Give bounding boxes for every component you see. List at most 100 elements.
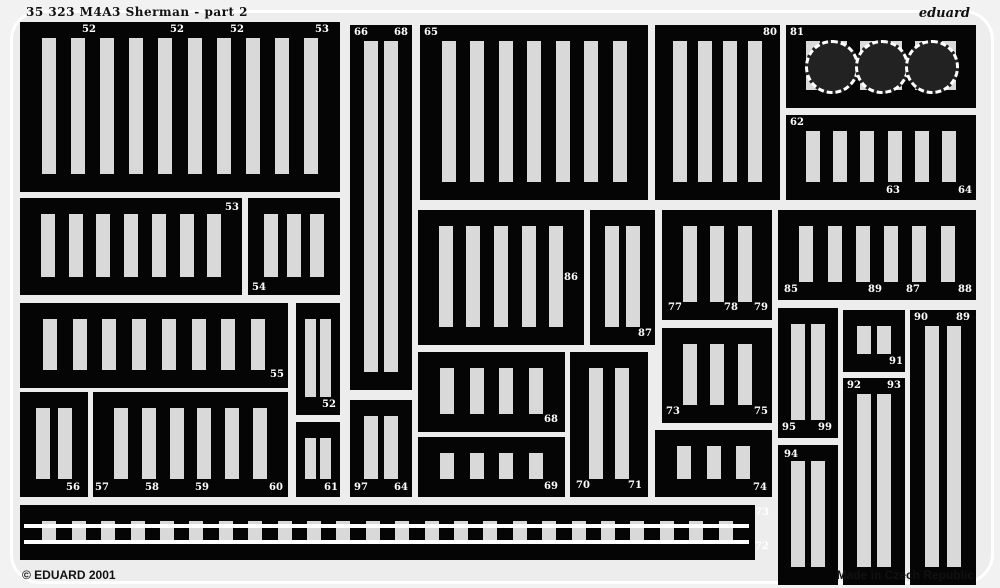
etched-part — [124, 214, 138, 277]
part-number: 85 — [784, 284, 798, 295]
etched-part — [555, 41, 570, 182]
etched-part — [737, 226, 752, 302]
made-in-text: Made in Czech Republic — [836, 568, 974, 582]
etched-part — [806, 131, 821, 182]
etched-part — [466, 226, 481, 327]
etched-part — [860, 131, 875, 182]
part-number: 79 — [754, 302, 768, 313]
etched-part — [682, 226, 697, 302]
etched-part — [499, 453, 514, 479]
etched-part — [498, 41, 513, 182]
etched-part — [521, 226, 536, 327]
fret-title: 35 323 M4A3 Sherman - part 2 — [26, 5, 249, 19]
part-number: 52 — [170, 24, 184, 35]
etched-part — [151, 214, 166, 277]
etched-part — [441, 41, 456, 182]
part-number: 52 — [322, 399, 336, 410]
etched-part — [856, 326, 871, 354]
fret-panel: 61 — [296, 422, 340, 497]
etched-part — [887, 131, 902, 182]
etched-part — [914, 131, 929, 182]
etched-part — [100, 38, 115, 174]
part-number: 68 — [394, 27, 408, 38]
part-number: 89 — [868, 284, 882, 295]
part-number: 89 — [956, 312, 970, 323]
etched-part — [35, 408, 50, 479]
etched-part — [221, 319, 236, 370]
etched-part — [811, 324, 825, 420]
part-number: 61 — [324, 482, 338, 493]
etched-part — [319, 438, 331, 479]
etched-part — [216, 38, 231, 174]
part-number: 93 — [887, 380, 901, 391]
etched-part — [132, 319, 147, 370]
etched-part — [748, 41, 762, 182]
etched-part — [470, 41, 484, 182]
etched-part — [438, 226, 453, 327]
part-number: 86 — [564, 272, 578, 283]
wheel-part — [855, 40, 909, 94]
fret-panel: 86 — [418, 210, 584, 345]
etched-part — [737, 344, 752, 405]
etched-part — [305, 438, 317, 479]
fret-panel: 66 68 — [350, 25, 412, 390]
etched-part — [549, 226, 564, 327]
etched-part — [884, 226, 899, 282]
part-number: 57 — [95, 482, 109, 493]
part-number: 78 — [724, 302, 738, 313]
part-number: 54 — [252, 282, 266, 293]
etched-part — [855, 226, 870, 282]
fret-panel: 91 — [843, 310, 905, 372]
part-number: 66 — [354, 27, 368, 38]
etched-part — [791, 461, 805, 567]
fret-panel: 53 — [20, 198, 242, 295]
part-number: 69 — [544, 481, 558, 492]
fret-panel: 94 — [778, 445, 838, 585]
part-number: 90 — [914, 312, 928, 323]
etched-part — [528, 368, 543, 414]
etched-part — [698, 41, 712, 182]
etched-part — [363, 416, 378, 479]
etched-part — [42, 38, 57, 174]
etched-part — [469, 368, 484, 414]
etched-part — [40, 214, 55, 277]
part-number: 64 — [394, 482, 408, 493]
part-number: 87 — [906, 284, 920, 295]
etched-part — [102, 319, 117, 370]
eduard-logo: eduard — [918, 6, 970, 21]
etched-part — [363, 41, 378, 372]
etched-part — [682, 344, 697, 405]
etched-part — [305, 319, 317, 397]
part-number: 91 — [889, 356, 903, 367]
etched-part — [113, 408, 128, 479]
part-number: 62 — [790, 117, 804, 128]
part-number: 94 — [784, 449, 798, 460]
part-number: 59 — [195, 482, 209, 493]
part-number: 60 — [269, 482, 283, 493]
part-number: 56 — [66, 482, 80, 493]
etched-part — [384, 416, 399, 479]
etched-part — [677, 446, 692, 479]
etched-part — [129, 38, 144, 174]
part-number: 53 — [315, 24, 329, 35]
etched-part — [440, 368, 455, 414]
etched-part — [264, 214, 278, 277]
part-number: 70 — [576, 480, 590, 491]
etched-part — [141, 408, 156, 479]
fret-panel: 68 — [418, 352, 565, 432]
part-number: 65 — [424, 27, 438, 38]
etched-part — [615, 368, 629, 479]
etched-part — [706, 446, 721, 479]
etched-part — [251, 319, 266, 370]
etched-part — [527, 41, 541, 182]
etched-part — [912, 226, 927, 282]
fret-panel: 55 — [20, 303, 288, 388]
etched-part — [735, 446, 750, 479]
